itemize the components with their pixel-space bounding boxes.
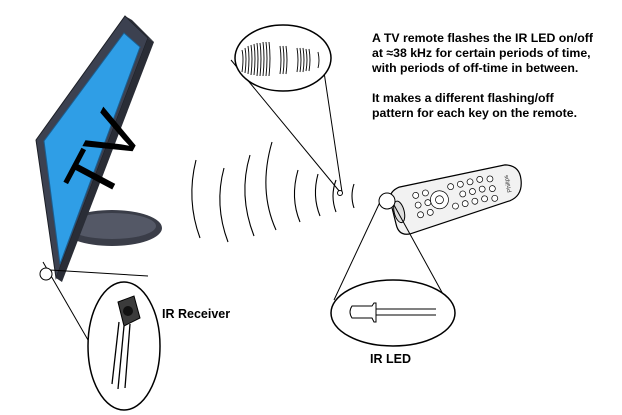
- ir-receiver-label: IR Receiver: [162, 307, 230, 321]
- signal-magnifier: [234, 24, 332, 92]
- ir-receiver-callout: [39, 261, 161, 411]
- remote-brand: Philips: [504, 174, 514, 193]
- signal-spot: [337, 190, 343, 196]
- remote-control: Philips: [389, 164, 522, 235]
- ir-led-label: IR LED: [370, 352, 411, 366]
- ir-receiver-magnifier: [87, 281, 161, 411]
- signal-callout: [230, 24, 343, 196]
- ir-led-callout: [330, 192, 456, 347]
- ir-led-spot: [378, 192, 396, 210]
- remote-buttons: [412, 175, 499, 219]
- description-line: A TV remote flashes the IR LED on/off: [372, 31, 594, 45]
- tv-screen: [43, 32, 141, 265]
- ir-led-component: [349, 302, 436, 323]
- description-line: pattern for each key on the remote.: [372, 106, 577, 120]
- ir-led-magnifier: [330, 279, 456, 347]
- description-line: It makes a different flashing/off: [372, 91, 555, 105]
- ir-receiver-spot: [39, 267, 53, 281]
- description-text: A TV remote flashes the IR LED on/off at…: [371, 31, 594, 120]
- ir-waves: [191, 141, 355, 243]
- ir-receiver-component: [111, 295, 141, 390]
- tv-illustration: TV: [35, 15, 162, 282]
- description-line: at ≈38 kHz for certain periods of time,: [372, 46, 591, 60]
- ir-pulse-pattern: [241, 41, 320, 77]
- description-line: with periods of off-time in between.: [371, 61, 578, 75]
